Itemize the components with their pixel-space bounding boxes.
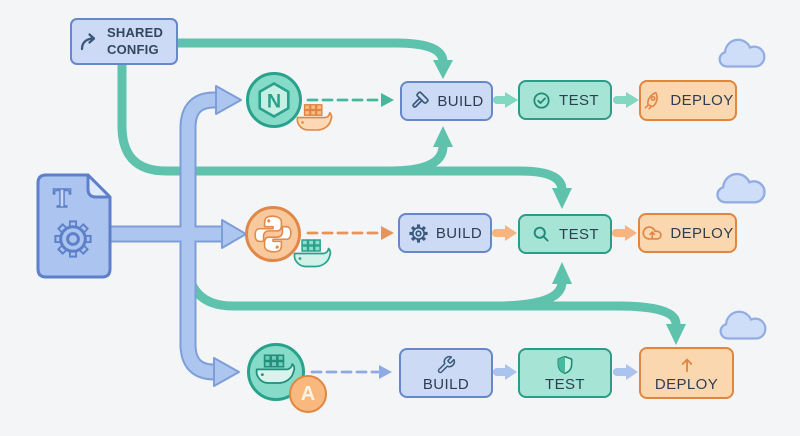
arrowhead-nodejs [215, 85, 242, 115]
flow-to-test2-top [117, 59, 567, 195]
docker-build-box: BUILD [399, 348, 493, 398]
dash-arrowhead-3 [379, 365, 392, 379]
teal-arrowheads [433, 60, 686, 345]
alpine-badge-label: A [300, 382, 316, 405]
file-type-glyph: T [53, 183, 71, 213]
wrench-icon [436, 355, 456, 375]
arrowhead-deploy3-top [666, 324, 686, 345]
python-test-box: TEST [518, 214, 612, 254]
arrowhead-build1-bottom [433, 126, 453, 147]
dashed-connectors [306, 98, 382, 374]
shared-config-label: SHARED CONFIG [107, 25, 164, 57]
alpine-badge: A [289, 375, 327, 413]
gear-icon [54, 220, 92, 258]
magnifier-icon [531, 224, 552, 245]
cloud-upload-icon [641, 222, 663, 244]
check-circle-icon [531, 90, 552, 111]
config-fanout-lines [103, 85, 247, 387]
flow-branch-build1-bottom [385, 141, 448, 176]
stage-label: TEST [545, 376, 585, 393]
arrowhead-test2-top [552, 188, 572, 209]
config-file-icon: T [36, 173, 112, 279]
pipeline-source-docker [247, 343, 305, 401]
docker-whale-icon [293, 239, 332, 268]
stage-arrows [492, 92, 639, 380]
nodejs-deploy-box: DEPLOY [639, 80, 737, 121]
arrowhead-test2-bottom [552, 262, 572, 284]
flow-to-build1-top [173, 38, 448, 67]
nodejs-build-box: BUILD [400, 81, 493, 121]
stage-label: BUILD [422, 376, 470, 393]
svg-text:N: N [267, 91, 281, 113]
docker-deploy-box: DEPLOY [639, 347, 734, 399]
shield-icon [555, 355, 575, 375]
nodejs-test-box: TEST [518, 80, 612, 120]
dash-arrowhead-2 [381, 226, 394, 240]
arrowhead-python [221, 219, 247, 249]
flow-branch-test2-bottom [490, 277, 567, 311]
cloud-icon [716, 172, 766, 204]
python-icon [254, 215, 292, 253]
gear-icon [408, 223, 429, 244]
stage-label: DEPLOY [670, 92, 734, 109]
stage-label: BUILD [437, 92, 484, 110]
hammer-icon [409, 90, 430, 112]
python-build-box: BUILD [398, 213, 492, 253]
share-arrow-icon [80, 32, 96, 50]
docker-whale-icon [255, 354, 296, 384]
pipeline-source-nodejs: N [246, 72, 302, 128]
arrow-up-icon [677, 355, 697, 375]
stage-label: DEPLOY [654, 376, 719, 393]
docker-whale-icon [296, 104, 333, 131]
nodejs-icon: N [258, 82, 290, 118]
python-deploy-box: DEPLOY [638, 213, 737, 253]
shared-config-node: SHARED CONFIG [70, 18, 178, 65]
arrowhead-build1-top [433, 60, 453, 79]
cloud-icon [718, 38, 766, 68]
arrowhead-docker [213, 357, 240, 387]
stage-label: BUILD [435, 224, 483, 242]
rocket-icon [642, 90, 663, 111]
stage-label: DEPLOY [670, 224, 734, 242]
pipeline-source-python [245, 206, 301, 262]
stage-label: TEST [559, 91, 599, 109]
docker-test-box: TEST [518, 348, 612, 398]
cloud-icon [719, 310, 767, 340]
dash-arrowhead-1 [381, 93, 394, 107]
stage-label: TEST [559, 225, 599, 243]
